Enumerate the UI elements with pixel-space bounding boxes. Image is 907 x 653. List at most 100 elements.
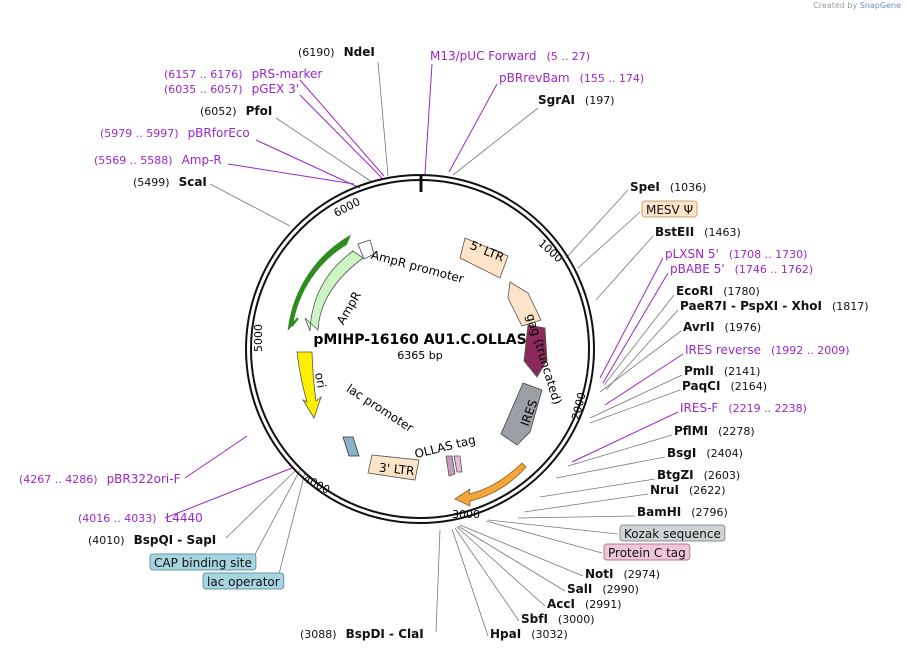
leader-line xyxy=(599,330,682,393)
annotation-pflmi[interactable]: PflMI(2278) xyxy=(674,424,755,438)
annotation-position: (1817) xyxy=(832,300,869,313)
annotation-name: lac operator xyxy=(207,575,280,589)
plasmid-length: 6365 bp xyxy=(397,349,442,362)
annotation-btgzi[interactable]: BtgZI(2603) xyxy=(657,468,740,482)
annotation-ecori[interactable]: EcoRI(1780) xyxy=(676,284,760,298)
annotation-nrui[interactable]: NruI (2622) xyxy=(650,483,726,497)
annotation-sali[interactable]: SalI(2990) xyxy=(567,582,639,596)
annotation-position: (2141) xyxy=(724,365,761,378)
annotation-plxsn-5-[interactable]: pLXSN 5'(1708 .. 1730) xyxy=(665,247,807,261)
annotation-name: pGEX 3' xyxy=(252,82,299,96)
annotation-position: (2164) xyxy=(730,380,767,393)
leader-line xyxy=(602,272,669,384)
credit-prefix: Created by xyxy=(813,1,858,10)
annotation-position: (5 .. 27) xyxy=(547,50,591,63)
leader-line xyxy=(567,434,673,467)
annotation-m13-puc-forward[interactable]: M13/pUC Forward (5 .. 27) xyxy=(430,49,590,63)
annotation-noti[interactable]: NotI(2974) xyxy=(585,567,660,581)
annotation-avrii[interactable]: AvrII(1976) xyxy=(683,320,761,334)
ampr-feature[interactable] xyxy=(304,250,364,332)
annotation-position: (3000) xyxy=(558,613,595,626)
annotation-name: AvrII xyxy=(683,320,715,334)
annotation-position: (6052) xyxy=(200,105,237,118)
lac-promoter-feature[interactable] xyxy=(342,436,360,457)
annotation-acci[interactable]: AccI(2991) xyxy=(547,597,622,611)
annotation-bspdi-clai[interactable]: (3088)BspDI - ClaI xyxy=(300,627,424,641)
annotation-paqci[interactable]: PaqCI (2164) xyxy=(682,379,767,393)
annotation-bsteii[interactable]: BstEII(1463) xyxy=(655,225,741,239)
annotation-sgrai[interactable]: SgrAI(197) xyxy=(538,93,615,107)
leader-line xyxy=(589,389,681,424)
ires-feature[interactable] xyxy=(500,382,543,446)
ori-feature[interactable] xyxy=(296,351,322,419)
annotation-position: (3088) xyxy=(300,628,337,641)
tick-4000: 4000 xyxy=(301,472,332,497)
annotation-name: pLXSN 5' xyxy=(665,247,719,261)
annotation-position: (1463) xyxy=(704,226,741,239)
annotation-bspqi-sapi[interactable]: (4010)BspQI - SapI xyxy=(88,533,216,547)
annotation-pbabe-5-[interactable]: pBABE 5'(1746 .. 1762) xyxy=(670,262,813,276)
annotation-name: M13/pUC Forward xyxy=(430,49,537,63)
annotation-name: NruI xyxy=(650,483,679,497)
annotation-position: (2990) xyxy=(602,583,639,596)
annotation-lac-operator[interactable]: lac operator xyxy=(202,572,285,590)
annotation-name: MESV Ψ xyxy=(646,203,693,217)
annotation-bamhi[interactable]: BamHI(2796) xyxy=(637,505,728,519)
leader-line xyxy=(604,353,684,406)
annotation-mesv-[interactable]: MESV Ψ xyxy=(641,200,698,218)
annotation-box xyxy=(149,553,257,571)
annotation-pgex-3-[interactable]: (6035 .. 6057)pGEX 3' xyxy=(164,82,299,96)
annotation-scai[interactable]: (5499) ScaI xyxy=(133,175,207,189)
annotation-kozak-sequence[interactable]: Kozak sequence xyxy=(619,524,726,542)
leader-line xyxy=(164,467,293,519)
annotation-pmli[interactable]: PmlI (2141) xyxy=(684,364,760,378)
3ltr-feature[interactable] xyxy=(367,454,420,481)
tick-1000: 1000 xyxy=(536,237,566,265)
leader-line xyxy=(603,294,675,386)
leader-line xyxy=(454,527,520,622)
annotation-position: (5979 .. 5997) xyxy=(100,127,179,140)
annotation-sbfi[interactable]: SbfI(3000) xyxy=(521,612,595,626)
annotation-hpai[interactable]: HpaI (3032) xyxy=(490,627,568,641)
leader-line xyxy=(451,528,489,637)
annotation-pbrrevbam[interactable]: pBRrevBam(155 .. 174) xyxy=(499,71,644,85)
annotation-position: (1992 .. 2009) xyxy=(771,344,850,357)
annotation-amp-r[interactable]: (5569 .. 5588)Amp-R xyxy=(94,153,222,167)
annotation-position: (5499) xyxy=(133,176,170,189)
annotation-position: (1036) xyxy=(670,181,707,194)
annotation-position: (2622) xyxy=(689,484,726,497)
annotation-pfoi[interactable]: (6052)PfoI xyxy=(200,104,272,118)
gag-truncated-feature[interactable] xyxy=(523,324,548,378)
ampr-promoter-feature[interactable] xyxy=(357,239,375,260)
annotation-name: IRES reverse xyxy=(685,343,761,357)
annotation-ires-f[interactable]: IRES-F(2219 .. 2238) xyxy=(680,401,807,415)
annotation-name: SpeI xyxy=(630,180,660,194)
annotation-position: (2219 .. 2238) xyxy=(728,402,807,415)
annotation-name: Kozak sequence xyxy=(624,527,721,541)
annotation-name: HpaI xyxy=(490,627,521,641)
annotation-name: ScaI xyxy=(179,175,207,189)
annotation-pbrforeco[interactable]: (5979 .. 5997)pBRforEco xyxy=(100,126,250,140)
gag-feature[interactable] xyxy=(507,281,542,327)
ollas-feature-2 xyxy=(453,455,463,473)
annotation-prs-marker[interactable]: (6157 .. 6176)pRS-marker xyxy=(164,67,322,81)
tick-3000: 3000 xyxy=(452,508,480,521)
annotation-protein-c-tag[interactable]: Protein C tag xyxy=(603,543,691,561)
annotation-position: (3032) xyxy=(531,628,568,641)
5ltr-feature[interactable] xyxy=(459,237,509,279)
annotation-name: PaqCI xyxy=(682,379,720,393)
ampr-label: AmpR xyxy=(334,289,364,327)
lac-promoter-label: lac promoter xyxy=(344,381,416,435)
annotation-cap-binding-site[interactable]: CAP binding site xyxy=(149,553,257,571)
annotation-ndei[interactable]: (6190)NdeI xyxy=(298,45,375,59)
ollas-feature[interactable] xyxy=(445,455,456,477)
annotation-paer7i-pspxi-xhoi[interactable]: PaeR7I - PspXI - XhoI(1817) xyxy=(680,299,869,313)
annotation-ires-reverse[interactable]: IRES reverse (1992 .. 2009) xyxy=(685,343,850,357)
annotation-name: PmlI xyxy=(684,364,714,378)
annotation-l4440[interactable]: (4016 .. 4033)L4440 xyxy=(78,511,203,525)
annotation-position: (2404) xyxy=(706,447,743,460)
annotation-pbr322ori-f[interactable]: (4267 .. 4286)pBR322ori-F xyxy=(19,472,181,486)
annotation-bsgi[interactable]: BsgI(2404) xyxy=(667,446,743,460)
annotation-spei[interactable]: SpeI (1036) xyxy=(630,180,706,194)
